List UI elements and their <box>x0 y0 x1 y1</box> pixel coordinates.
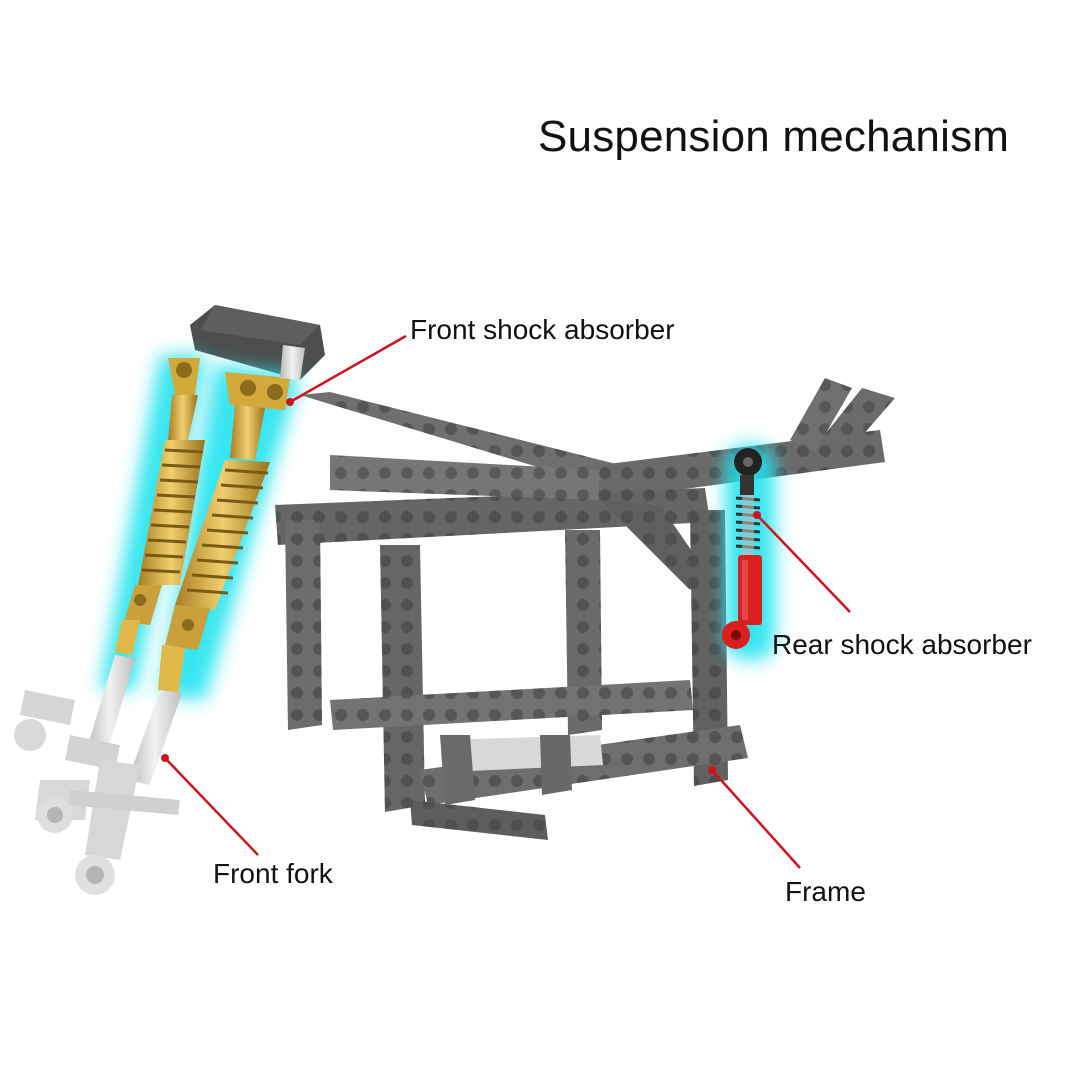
label-rear-shock-absorber: Rear shock absorber <box>772 629 1032 660</box>
leader-front-shock <box>289 334 407 404</box>
rear-shock-absorber <box>722 445 775 660</box>
leader-lines <box>161 334 851 869</box>
front-shock-left <box>115 358 205 655</box>
frame <box>190 305 895 840</box>
front-shock-right <box>158 372 290 695</box>
leader-front-fork <box>164 757 259 856</box>
label-frame: Frame <box>785 876 866 907</box>
leader-frame <box>711 769 801 869</box>
label-front-fork: Front fork <box>213 858 333 889</box>
label-front-shock-absorber: Front shock absorber <box>410 314 675 345</box>
leader-rear-shock <box>756 514 851 613</box>
front-shock-absorbers <box>100 345 305 700</box>
front-fork <box>14 655 182 895</box>
diagram-title: Suspension mechanism <box>538 112 1010 161</box>
